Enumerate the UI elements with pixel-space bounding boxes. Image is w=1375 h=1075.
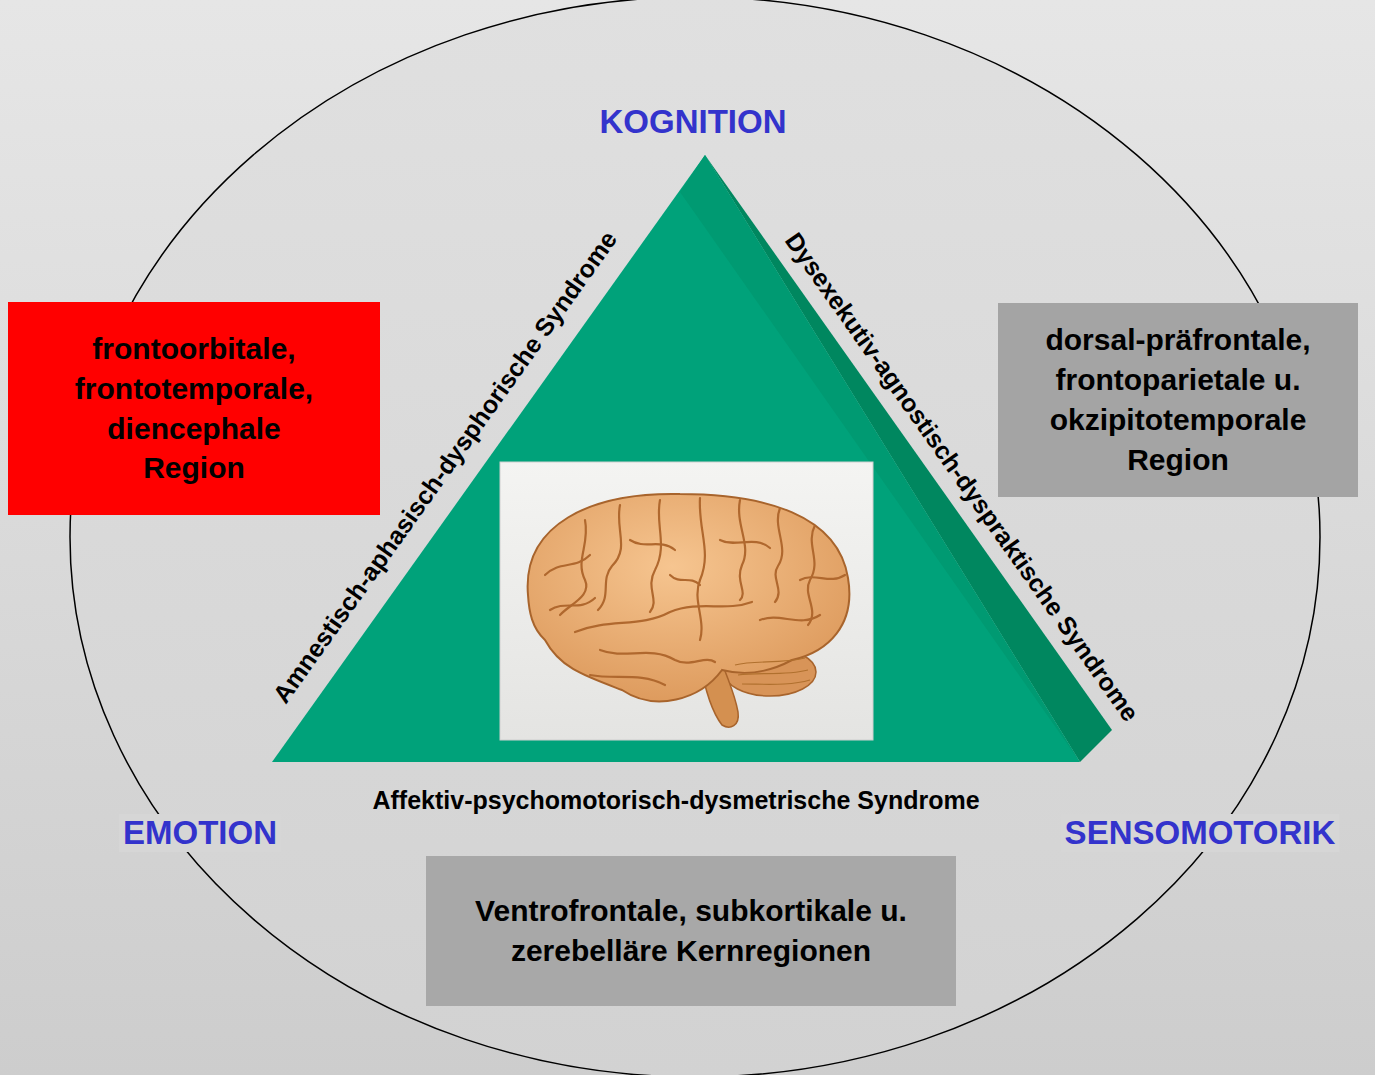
region-box: Ventrofrontale, subkortikale u. zerebell… bbox=[426, 856, 956, 1006]
region-box: dorsal-präfrontale, frontoparietale u. o… bbox=[998, 303, 1358, 497]
region-box: frontoorbitale, frontotemporale, diencep… bbox=[8, 302, 380, 515]
outer-ellipse bbox=[70, 0, 1320, 1075]
region-text: Ventrofrontale, subkortikale u. zerebell… bbox=[461, 891, 921, 971]
axis-label: KOGNITION bbox=[600, 103, 787, 141]
region-text: frontoorbitale, frontotemporale, diencep… bbox=[59, 329, 329, 489]
brain-photo bbox=[500, 462, 873, 740]
axis-label: SENSOMOTORIK bbox=[1061, 814, 1340, 852]
region-text: dorsal-präfrontale, frontoparietale u. o… bbox=[1028, 320, 1328, 480]
axis-label: EMOTION bbox=[119, 814, 281, 852]
brain-illustration bbox=[528, 494, 850, 727]
syndrome-label: Affektiv-psychomotorisch-dysmetrische Sy… bbox=[372, 786, 979, 815]
